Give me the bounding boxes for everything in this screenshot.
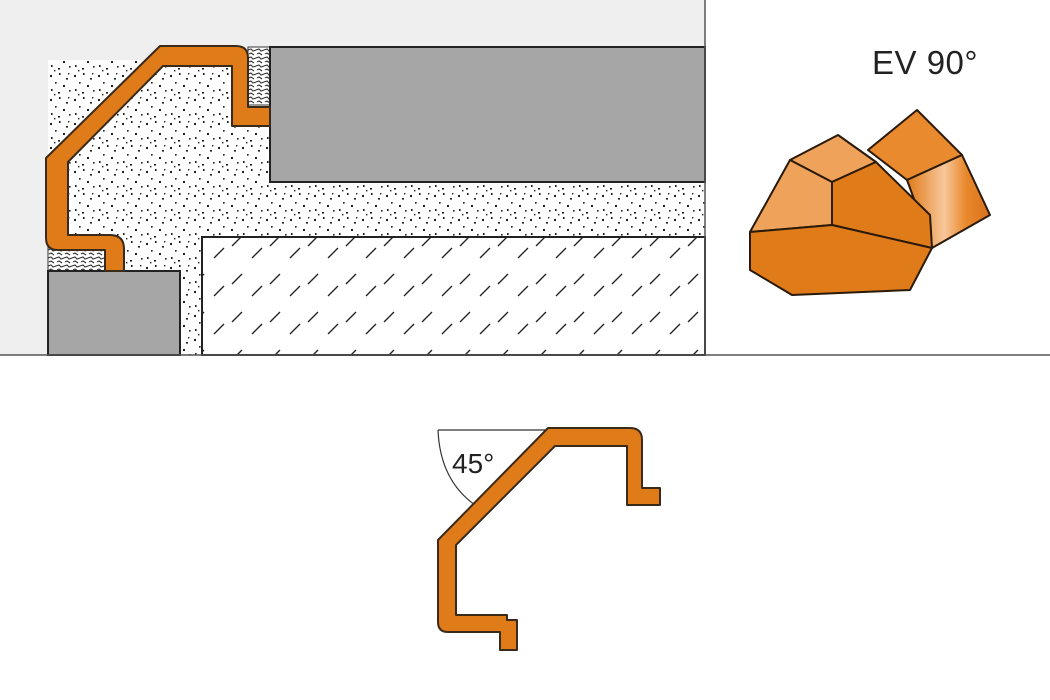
tile-left xyxy=(47,270,181,356)
cross-section xyxy=(0,0,1050,356)
corner-piece-3d xyxy=(749,109,991,296)
substrate xyxy=(201,236,706,356)
model-label: EV 90° xyxy=(872,44,979,81)
profile-outline xyxy=(437,427,661,651)
grout-joint-top xyxy=(247,46,273,106)
corner-profile-section xyxy=(45,45,271,272)
profile-angle-drawing xyxy=(437,427,661,651)
angle-arc xyxy=(437,429,476,506)
angle-label: 45° xyxy=(452,448,495,479)
tile-top xyxy=(269,46,706,183)
hub-bottom-face xyxy=(749,224,933,296)
hub-front-right-face xyxy=(831,161,933,249)
